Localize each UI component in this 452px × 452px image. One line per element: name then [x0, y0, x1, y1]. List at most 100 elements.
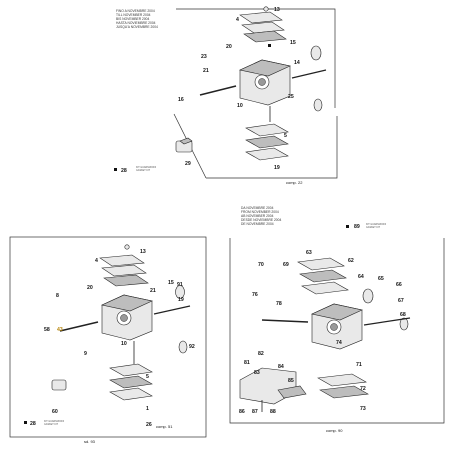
- br-date-note-5: DE NOVEMBRE 2004: [241, 222, 274, 226]
- label: 73: [360, 406, 366, 412]
- bl-choke-disc: [175, 285, 185, 299]
- label: 64: [358, 274, 364, 280]
- label: 26: [146, 422, 152, 428]
- top-date-note-3: BIS NOVEMBER 2004: [116, 17, 150, 21]
- top-kit-square: [114, 168, 117, 171]
- label: 14: [294, 60, 300, 66]
- top-throttle-shaft: [199, 85, 237, 96]
- br-throttle-shaft: [261, 319, 309, 323]
- bl-cover-plate: [99, 254, 145, 267]
- top-date-note-4: HASTA NOVIEMBRE 2004: [116, 21, 156, 25]
- br-kit-note-2: GASKET KIT: [366, 226, 381, 229]
- top-part-29-top: [179, 137, 193, 145]
- br-carburetor-body: [311, 303, 363, 350]
- label: 8: [56, 293, 59, 299]
- br-cover-plate: [297, 257, 345, 271]
- bl-throttle-shaft: [59, 321, 99, 332]
- label: 72: [360, 386, 366, 392]
- bl-kit-note-2: GASKET KIT: [44, 423, 59, 426]
- top-diagram: FINO A NOVEMBRE 2004 TILL NOVEMBER 2004 …: [114, 6, 338, 185]
- label: 92: [189, 344, 195, 350]
- label: 19: [178, 297, 184, 303]
- label: 71: [356, 362, 362, 368]
- br-choke-shaft: [363, 317, 411, 326]
- top-kit-note-2: GASKET KIT: [136, 169, 151, 172]
- label: 68: [400, 312, 406, 318]
- label: 60: [52, 409, 58, 415]
- br-date-note-3: AB NOVEMBER 2004: [241, 214, 274, 218]
- br-base-plate: [317, 373, 367, 387]
- top-pump-cover: [245, 123, 289, 137]
- label: 81: [244, 360, 250, 366]
- top-frame-bottom: [206, 116, 338, 179]
- br-gasket: [301, 281, 349, 295]
- top-cover-plate: [239, 11, 283, 24]
- bl-gasket: [103, 274, 149, 287]
- bl-pump-diaphragm: [109, 375, 153, 389]
- top-diaphragm: [241, 21, 285, 34]
- bl-pump-cover: [109, 363, 153, 377]
- bl-throttle-disc: [178, 340, 188, 354]
- label: 91: [177, 282, 183, 288]
- label: 78: [276, 301, 282, 307]
- label: 29: [185, 161, 191, 167]
- label: 76: [252, 292, 258, 298]
- br-kit-note-1: KIT GUARNIZIONI: [366, 223, 386, 226]
- bottom-left-diagram: 13 4 15 20 21 91 8 19 58 43 5 9 10 92 1 …: [9, 236, 207, 444]
- label: 21: [150, 288, 156, 294]
- bottom-right-diagram: DA NOVEMBRE 2004 FROM NOVEMBER 2004 AB N…: [229, 206, 445, 433]
- label: 15: [168, 280, 174, 286]
- br-pump-gasket: [277, 385, 307, 399]
- bl-kit-square: [24, 421, 27, 424]
- top-date-note-5: JUSQU'A NOVEMBRE 2004: [116, 25, 158, 29]
- top-kit-square-2: [268, 44, 271, 47]
- top-section-label: comp. 22: [286, 180, 303, 185]
- label: 84: [278, 364, 284, 370]
- label: 4: [236, 17, 239, 23]
- br-date-note-4: DESDE NOVIEMBRE 2004: [241, 218, 281, 222]
- br-throttle-disc: [399, 317, 409, 331]
- label: 62: [348, 258, 354, 264]
- bl-frame: [9, 236, 207, 438]
- label: 5: [284, 133, 287, 139]
- label: 70: [258, 262, 264, 268]
- label: 74: [336, 340, 342, 346]
- label: 67: [398, 298, 404, 304]
- bl-kit-note-1: KIT GUARNIZIONI: [44, 420, 64, 423]
- br-choke-disc: [362, 288, 374, 304]
- label: 20: [226, 44, 232, 50]
- label: 28: [121, 168, 127, 174]
- label: 15: [290, 40, 296, 46]
- label: 4: [95, 258, 98, 264]
- label: 10: [237, 103, 243, 109]
- label: 86: [239, 409, 245, 415]
- top-date-note-2: TILL NOVEMBER 2004: [116, 13, 151, 17]
- top-gasket: [243, 30, 287, 43]
- label: 16: [178, 97, 184, 103]
- bl-diaphragm: [101, 264, 147, 277]
- label: 23: [201, 54, 207, 60]
- top-screw-13: [263, 6, 269, 12]
- label-highlight: 43: [57, 327, 63, 333]
- label: 88: [270, 409, 276, 415]
- top-choke-disc: [310, 45, 322, 61]
- br-frame: [229, 238, 445, 424]
- bl-base-plate: [109, 387, 153, 401]
- label: 83: [254, 370, 260, 376]
- label: 21: [203, 68, 209, 74]
- label: 66: [396, 282, 402, 288]
- top-date-note-1: FINO A NOVEMBRE 2004: [116, 9, 155, 13]
- label: 58: [44, 327, 50, 333]
- top-throttle-disc: [313, 98, 323, 112]
- br-section-label: comp. 90: [326, 428, 343, 433]
- label: 9: [84, 351, 87, 357]
- br-base-gasket: [319, 385, 369, 399]
- bl-choke-shaft: [153, 305, 191, 315]
- label: 25: [288, 94, 294, 100]
- bl-carburetor-body: [101, 294, 153, 341]
- top-base-plate: [245, 147, 289, 161]
- label: 89: [354, 224, 360, 230]
- label: 69: [283, 262, 289, 268]
- top-kit-note-1: KIT GUARNIZIONI: [136, 166, 156, 169]
